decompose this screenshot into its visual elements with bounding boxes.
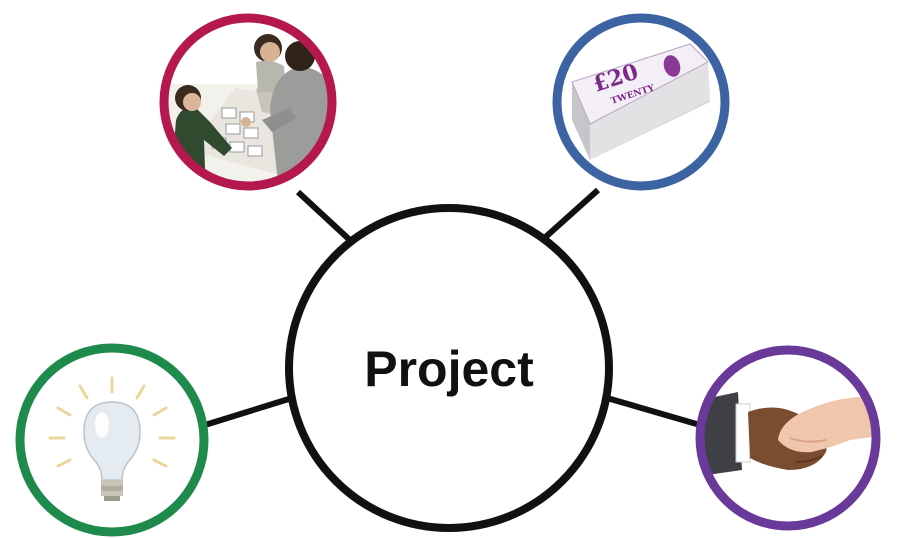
team-meeting-icon [164,18,332,186]
node-partnership-ring [695,345,881,531]
node-idea-ring [15,343,209,537]
node-team-ring [159,13,337,191]
center-label: Project [364,341,534,397]
node-partnership [695,345,881,531]
connector-team [295,189,355,245]
node-money-ring [552,13,730,191]
node-money: £20 TWENTY [552,13,730,191]
banknote-stack-icon: £20 TWENTY [557,18,725,186]
connector-idea [204,395,293,428]
node-idea [15,343,209,537]
node-team [159,13,337,191]
handshake-icon [700,350,876,526]
lightbulb-icon [20,348,204,532]
connector-partnership [606,395,701,428]
center-circle [285,204,613,532]
connector-money [537,187,601,245]
